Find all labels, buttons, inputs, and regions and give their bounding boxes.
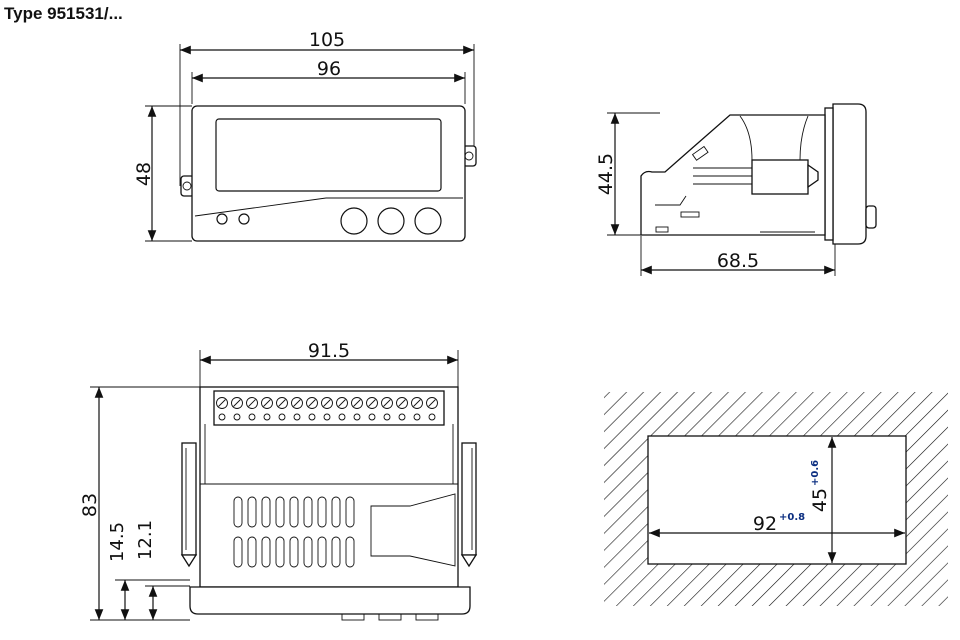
terminal-screw	[321, 397, 333, 409]
terminal-hole	[398, 413, 406, 421]
vent-slot	[345, 496, 355, 528]
page-title: Type 951531/...	[4, 4, 123, 23]
dim-side-depth: 68.5	[717, 250, 759, 272]
key-1	[340, 207, 368, 235]
terminal-hole	[413, 413, 421, 421]
terminal-hole	[428, 413, 436, 421]
side-clamp	[751, 159, 809, 195]
terminal-hole	[368, 413, 376, 421]
side-panel-flange	[824, 107, 834, 241]
terminal-screw	[306, 397, 318, 409]
dim-top-height: 83	[79, 493, 101, 517]
vent-slot	[261, 536, 271, 568]
terminal-hole	[278, 413, 286, 421]
terminal-screw	[261, 397, 273, 409]
terminal-screw	[366, 397, 378, 409]
dim-side-height: 44.5	[595, 153, 617, 195]
terminal-hole	[233, 413, 241, 421]
terminal-screws	[216, 397, 438, 421]
terminal-screw	[381, 397, 393, 409]
dim-width-panel: 96	[317, 58, 341, 80]
tol-cutout-height: +0.6	[810, 460, 821, 486]
dim-offset-b: 12.1	[135, 520, 156, 560]
terminal-screw	[351, 397, 363, 409]
terminal-screw	[426, 397, 438, 409]
terminal-hole	[383, 413, 391, 421]
terminal-hole	[263, 413, 271, 421]
dim-top-width: 91.5	[308, 340, 350, 362]
vent-slot	[275, 496, 285, 528]
front-view: 105 96 48	[133, 29, 477, 242]
key-2	[377, 207, 405, 235]
vent-slot	[317, 496, 327, 528]
vent-slot	[247, 496, 257, 528]
terminal-screw	[336, 397, 348, 409]
vent-slot	[233, 496, 243, 528]
terminal-screw	[246, 397, 258, 409]
vent-slot	[275, 536, 285, 568]
dim-width-outer: 105	[309, 29, 345, 51]
terminal-hole	[353, 413, 361, 421]
vent-slot	[331, 536, 341, 568]
terminal-screw	[396, 397, 408, 409]
dim-cutout-height: 45	[809, 488, 831, 512]
cutout-opening	[647, 435, 907, 565]
side-housing	[640, 114, 826, 236]
front-housing	[191, 105, 466, 242]
side-bezel	[832, 103, 867, 245]
terminal-hole	[308, 413, 316, 421]
tol-cutout-width: +0.8	[779, 512, 805, 523]
vent-slot	[233, 536, 243, 568]
vent-slot	[303, 496, 313, 528]
terminal-screw	[291, 397, 303, 409]
top-clamp-right	[461, 442, 477, 556]
terminal-hole	[338, 413, 346, 421]
dim-cutout-width: 92	[753, 513, 777, 535]
vent-slot	[261, 496, 271, 528]
terminal-screw	[216, 397, 228, 409]
top-view: 91.5 83 14.5 12.1	[79, 340, 478, 621]
top-clamp-left	[181, 442, 197, 556]
top-connector	[370, 493, 456, 567]
side-key	[865, 205, 877, 229]
key-3	[414, 207, 442, 235]
vent-slot	[289, 496, 299, 528]
terminal-screw	[411, 397, 423, 409]
terminal-hole	[293, 413, 301, 421]
top-bezel	[189, 586, 471, 615]
side-view: 44.5 68.5	[595, 103, 877, 276]
led-1	[216, 213, 228, 225]
vent-slot	[317, 536, 327, 568]
vent-slot	[345, 536, 355, 568]
panel-cutout-view: 92 +0.8 45 +0.6	[604, 392, 948, 606]
dim-offset-a: 14.5	[107, 522, 128, 562]
vent-slot	[331, 496, 341, 528]
terminal-screw	[276, 397, 288, 409]
ventilation-slots	[233, 496, 355, 568]
vent-slot	[303, 536, 313, 568]
vent-slot	[247, 536, 257, 568]
led-2	[238, 213, 250, 225]
vent-slot	[289, 536, 299, 568]
dim-height: 48	[133, 162, 155, 186]
terminal-hole	[218, 413, 226, 421]
display-window	[215, 118, 442, 192]
terminal-screw	[231, 397, 243, 409]
terminal-hole	[248, 413, 256, 421]
terminal-hole	[323, 413, 331, 421]
